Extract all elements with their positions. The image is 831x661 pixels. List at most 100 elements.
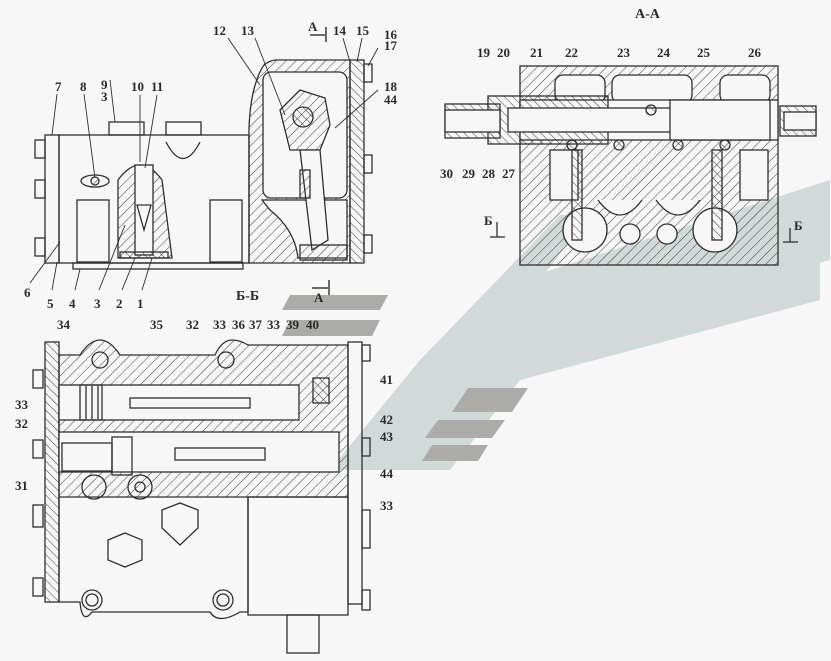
label-28: 28 — [482, 166, 495, 181]
watermark-bar-5 — [422, 445, 488, 461]
label-3-top: 3 — [101, 89, 108, 104]
label-41: 41 — [380, 372, 393, 387]
watermark-bar-3 — [452, 388, 528, 412]
bb-bolt-r4 — [361, 589, 371, 611]
spool-right — [669, 99, 771, 141]
label-26: 26 — [748, 45, 761, 60]
leader-lines — [29, 37, 379, 291]
label-6: 6 — [24, 285, 31, 300]
bb-lower-housing — [58, 497, 249, 620]
rod-lower — [174, 447, 266, 461]
bb-port-2 — [217, 351, 235, 369]
label-33-right: 33 — [380, 498, 393, 513]
label-20: 20 — [497, 45, 510, 60]
label-15: 15 — [356, 23, 369, 38]
label-4: 4 — [69, 296, 76, 311]
aa-pocket-2 — [739, 149, 769, 201]
label-12: 12 — [213, 23, 226, 38]
label-32-top: 32 — [186, 317, 199, 332]
tube-30-inner — [444, 109, 501, 133]
oring-24 — [645, 104, 657, 116]
label-2: 2 — [116, 296, 123, 311]
aa-cavity-3 — [719, 74, 771, 104]
label-5: 5 — [47, 296, 54, 311]
bb-stub — [286, 614, 320, 654]
watermark-bar-1 — [282, 295, 388, 310]
label-22: 22 — [565, 45, 578, 60]
cover-15 — [349, 59, 365, 264]
shaft-13 — [292, 106, 314, 128]
bb-lower-port-1 — [81, 474, 107, 500]
label-18: 18 — [384, 79, 397, 94]
label-10: 10 — [131, 79, 144, 94]
watermark-bar-2 — [282, 320, 380, 336]
label-21: 21 — [530, 45, 543, 60]
bb-port-1 — [91, 351, 109, 369]
bb-bolt-l4 — [32, 577, 44, 597]
label-44: 44 — [380, 466, 393, 481]
hex-nut-2 — [161, 502, 199, 546]
label-43: 43 — [380, 429, 393, 444]
valve-needle — [136, 204, 152, 233]
label-35: 35 — [150, 317, 163, 332]
section-bb-title: Б-Б — [236, 289, 260, 304]
main-view — [34, 59, 373, 270]
valve-seat-2 — [119, 251, 169, 259]
block-right — [209, 199, 243, 263]
label-34: 34 — [57, 317, 70, 332]
label-7: 7 — [55, 79, 62, 94]
label-31: 31 — [15, 478, 28, 493]
label-3: 3 — [94, 296, 101, 311]
aa-hole-3 — [656, 223, 678, 245]
label-33-left: 33 — [15, 397, 28, 412]
label-32-left: 32 — [15, 416, 28, 431]
base-plate — [72, 262, 244, 270]
top-boss-2 — [165, 121, 202, 136]
label-33-top-b: 33 — [267, 317, 280, 332]
end-cover-left — [44, 134, 60, 264]
watermark-chevron-2 — [380, 240, 820, 470]
section-bb — [32, 339, 371, 654]
label-39: 39 — [286, 317, 299, 332]
bolt-16 — [363, 63, 373, 83]
aa-arc-2 — [655, 199, 701, 216]
label-11: 11 — [151, 79, 164, 94]
label-29: 29 — [462, 166, 475, 181]
watermark-chevron-3 — [330, 215, 590, 470]
bolt-mid-right — [363, 154, 373, 174]
lever-foot — [299, 244, 348, 261]
bb-plug-41 — [312, 377, 330, 404]
spool-left — [507, 107, 674, 133]
label-16: 16 — [384, 27, 397, 42]
section-markers — [310, 27, 330, 295]
bb-bolt-l2 — [32, 439, 44, 459]
bb-bolt-l1 — [32, 369, 44, 389]
label-13: 13 — [241, 23, 254, 38]
top-boss-1 — [108, 121, 145, 136]
aa-pin-2 — [711, 149, 723, 241]
label-33-top-a: 33 — [213, 317, 226, 332]
block-left — [76, 199, 110, 263]
label-17: 17 — [384, 38, 397, 53]
aa-arc-1 — [597, 199, 643, 216]
bb-lower-port-2 — [127, 474, 153, 500]
aa-pin-1 — [571, 149, 583, 241]
label-24: 24 — [657, 45, 670, 60]
piston-34 — [79, 384, 103, 421]
bb-cover-right — [347, 341, 363, 605]
piston-31-head — [111, 436, 133, 476]
label-37: 37 — [249, 317, 262, 332]
bb-bolt-r1 — [361, 344, 371, 362]
label-36: 36 — [232, 317, 245, 332]
label-8: 8 — [80, 79, 87, 94]
label-25: 25 — [697, 45, 710, 60]
tube-right-inner — [783, 111, 817, 131]
label-1: 1 — [137, 296, 144, 311]
bb-bolt-r3 — [361, 509, 371, 549]
section-marker-b-left: Б — [484, 213, 493, 228]
watermark-bar-4 — [425, 420, 505, 438]
bb-cover-left — [44, 341, 60, 603]
rod-upper — [129, 397, 251, 409]
bolt-bottom-right — [363, 234, 373, 254]
